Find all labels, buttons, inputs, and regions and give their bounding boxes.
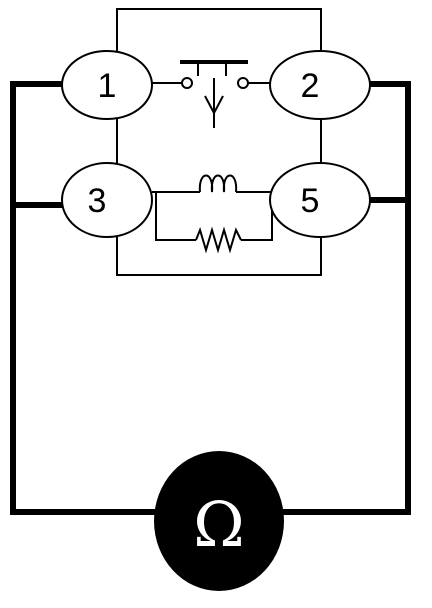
left-lead-wire (10, 81, 160, 515)
meter-wiring (10, 81, 411, 515)
terminal-3[interactable]: 3 (61, 162, 153, 238)
terminal-5-label: 5 (301, 182, 320, 220)
switch-contact-right (237, 77, 249, 89)
resistor-zigzag (195, 226, 242, 254)
resistor-branch-right (241, 192, 273, 241)
terminal-2-oval (269, 50, 371, 120)
terminal-3-oval (61, 162, 153, 238)
coil-winding (198, 174, 238, 193)
terminal-1-label: 1 (98, 67, 117, 105)
ohmmeter[interactable]: Ω (154, 451, 284, 591)
switch-arrow-head (204, 95, 224, 116)
terminal-1[interactable]: 1 (61, 50, 153, 120)
terminal-2-label: 2 (301, 67, 320, 105)
terminal-5-oval (269, 162, 371, 238)
resistor-branch-left (155, 192, 196, 241)
switch-contact-left (181, 77, 193, 89)
terminal-5[interactable]: 5 (269, 162, 371, 238)
terminal-1-oval (61, 50, 153, 120)
coil-resistor-network (152, 174, 273, 254)
terminal-3-label: 3 (88, 182, 107, 220)
terminal-2[interactable]: 2 (269, 50, 371, 120)
ohm-symbol: Ω (193, 488, 244, 561)
ohmmeter-body (154, 451, 284, 591)
right-lead-wire (278, 81, 411, 515)
relay-body-outline (116, 8, 322, 276)
pushbutton-switch (152, 60, 272, 128)
